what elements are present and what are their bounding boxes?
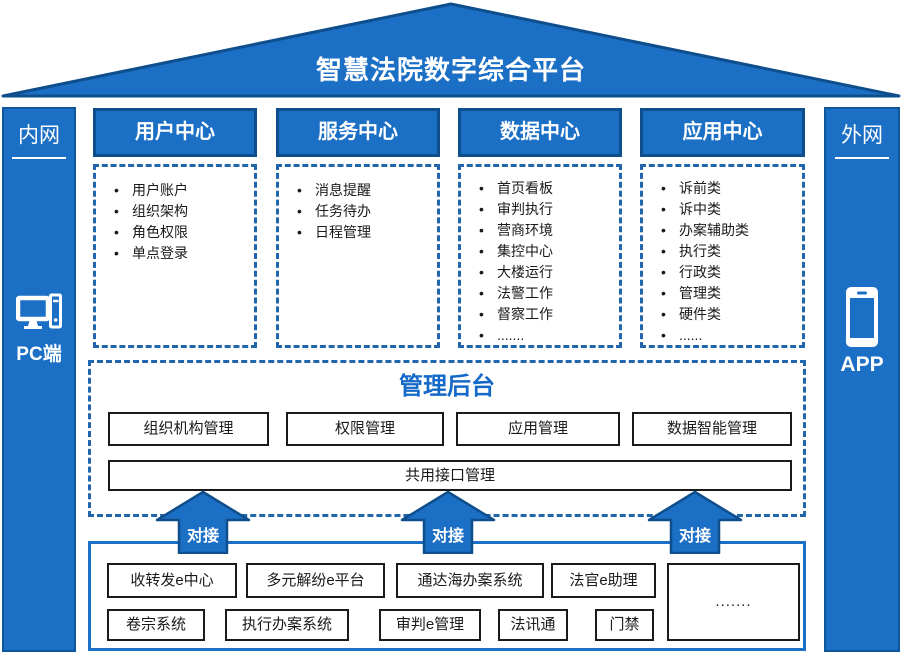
list-item: 管理类: [643, 283, 802, 304]
app-device-label: APP: [840, 353, 884, 376]
center-body-service: 消息提醒 任务待办 日程管理: [276, 164, 440, 348]
system-box: 法讯通: [498, 609, 568, 641]
module-app-management: 应用管理: [456, 412, 620, 446]
center-body-data: 首页看板 审判执行 营商环境 集控中心 大楼运行 法警工作 督察工作 .....…: [458, 164, 622, 348]
list-item: ......: [643, 325, 802, 345]
list-item: 执行类: [643, 241, 802, 262]
list-item: 大楼运行: [461, 262, 619, 283]
list-item: 组织架构: [96, 201, 254, 222]
connector-label: 对接: [678, 528, 711, 545]
list-item: 营商环境: [461, 220, 619, 241]
roof-shape: [1, 2, 901, 98]
list-item: 消息提醒: [279, 180, 437, 201]
list-item: 集控中心: [461, 241, 619, 262]
center-header-service: 服务中心: [276, 108, 440, 157]
app-center-list: 诉前类 诉中类 办案辅助类 执行类 行政类 管理类 硬件类 ......: [643, 178, 802, 345]
list-item: 日程管理: [279, 222, 437, 243]
list-item: 任务待办: [279, 201, 437, 222]
external-systems-panel: 收转发e中心 多元解纷e平台 通达海办案系统 法官e助理 卷宗系统 执行办案系统…: [88, 541, 806, 651]
list-item: 硬件类: [643, 304, 802, 325]
system-box: 法官e助理: [551, 563, 656, 598]
admin-backend-title: 管理后台: [399, 373, 495, 400]
center-header-data: 数据中心: [458, 108, 622, 157]
up-arrow-icon: [400, 490, 496, 554]
module-permission-management: 权限管理: [286, 412, 444, 446]
connector-label: 对接: [186, 528, 219, 545]
extranet-rail: 外网 APP: [824, 107, 900, 652]
list-item: 用户账户: [96, 180, 254, 201]
list-item: 首页看板: [461, 178, 619, 199]
smartphone-icon: [826, 286, 898, 348]
system-box: 门禁: [595, 609, 654, 641]
connector-label: 对接: [431, 528, 464, 545]
service-center-list: 消息提醒 任务待办 日程管理: [279, 180, 437, 243]
center-body-user: 用户账户 组织架构 角色权限 单点登录: [93, 164, 257, 348]
connector-arrow-1: 对接: [155, 490, 251, 554]
center-header-user: 用户中心: [93, 108, 257, 157]
module-data-intelligence-management: 数据智能管理: [632, 412, 792, 446]
connector-arrow-3: 对接: [647, 490, 743, 554]
up-arrow-icon: [647, 490, 743, 554]
intranet-label: 内网: [18, 124, 60, 147]
extranet-underline: [835, 157, 889, 159]
center-body-app: 诉前类 诉中类 办案辅助类 执行类 行政类 管理类 硬件类 ......: [640, 164, 805, 348]
extranet-label: 外网: [841, 124, 883, 147]
intranet-rail: 内网 PC端: [2, 107, 76, 652]
up-arrow-icon: [155, 490, 251, 554]
list-item: 诉中类: [643, 199, 802, 220]
system-box: 执行办案系统: [225, 609, 349, 641]
module-org-management: 组织机构管理: [108, 412, 269, 446]
module-shared-interface-management: 共用接口管理: [108, 460, 792, 491]
user-center-list: 用户账户 组织架构 角色权限 单点登录: [96, 180, 254, 264]
list-item: 角色权限: [96, 222, 254, 243]
list-item: 诉前类: [643, 178, 802, 199]
more-systems-box: .......: [667, 563, 800, 641]
list-item: 法警工作: [461, 283, 619, 304]
list-item: 督察工作: [461, 304, 619, 325]
system-box: 收转发e中心: [107, 563, 237, 598]
list-item: 办案辅助类: [643, 220, 802, 241]
intranet-underline: [12, 157, 66, 159]
pc-device-label: PC端: [16, 344, 62, 365]
center-header-app: 应用中心: [640, 108, 805, 157]
data-center-list: 首页看板 审判执行 营商环境 集控中心 大楼运行 法警工作 督察工作 .....…: [461, 178, 619, 345]
list-item: 单点登录: [96, 243, 254, 264]
platform-title: 智慧法院数字综合平台: [315, 55, 586, 85]
admin-backend-panel: 管理后台 组织机构管理 权限管理 应用管理 数据智能管理 共用接口管理: [88, 360, 806, 517]
desktop-pc-icon: [4, 291, 74, 337]
system-box: 审判e管理: [379, 609, 481, 641]
system-box: 卷宗系统: [107, 609, 205, 641]
system-box: 通达海办案系统: [396, 563, 544, 598]
list-item: .......: [461, 325, 619, 345]
list-item: 审判执行: [461, 199, 619, 220]
list-item: 行政类: [643, 262, 802, 283]
connector-arrow-2: 对接: [400, 490, 496, 554]
system-box: 多元解纷e平台: [246, 563, 385, 598]
